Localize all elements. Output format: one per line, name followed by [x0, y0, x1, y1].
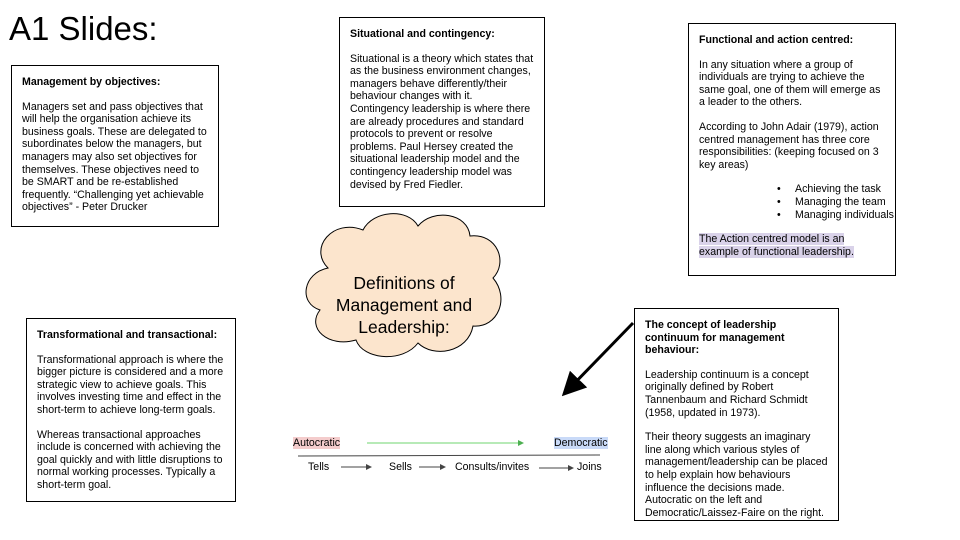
- box-body: Situational is a theory which states tha…: [350, 52, 534, 191]
- box-body: Managers set and pass objectives that wi…: [22, 100, 207, 214]
- leadership-continuum-box: The concept of leadership continuum for …: [634, 308, 839, 521]
- box-heading: Management by objectives:: [22, 76, 161, 88]
- pointer-arrow: [561, 321, 635, 397]
- box-heading: Transformational and transactional:: [37, 329, 218, 341]
- step-consults: Consults/invites: [455, 461, 530, 473]
- box-para: Transformational approach is where the b…: [37, 353, 224, 416]
- box-heading: Functional and action centred:: [699, 34, 854, 46]
- highlighted-note: The Action centred model is an example o…: [699, 233, 854, 258]
- continuum-line: [297, 454, 601, 457]
- box-para: In any situation where a group of indivi…: [699, 58, 881, 109]
- box-para: According to John Adair (1979), action c…: [699, 120, 879, 171]
- slide-title: A1 Slides:: [9, 10, 158, 47]
- cloud-text: Definitions of Management and Leadership…: [335, 273, 473, 337]
- box-para: Leadership continuum is a concept origin…: [645, 368, 809, 419]
- box-para: Their theory suggests an imaginary line …: [645, 431, 828, 519]
- bullet-list: Achieving the task Managing the team Man…: [699, 183, 894, 221]
- box-heading: Situational and contingency:: [350, 28, 495, 40]
- box-heading: The concept of leadership continuum for …: [645, 319, 785, 357]
- management-by-objectives-box: Management by objectives: Managers set a…: [11, 65, 219, 227]
- box-para: Whereas transactional approaches include…: [37, 428, 223, 491]
- autocratic-label: Autocratic: [293, 437, 341, 449]
- list-item: Achieving the task: [699, 183, 895, 196]
- democratic-label: Democratic: [554, 437, 608, 449]
- situational-box: Situational and contingency: Situational…: [339, 17, 545, 207]
- list-item: Managing the team: [699, 196, 895, 209]
- step-joins: Joins: [577, 461, 602, 473]
- step-sells: Sells: [389, 461, 412, 473]
- transformational-box: Transformational and transactional: Tran…: [26, 318, 236, 502]
- functional-box: Functional and action centred: In any si…: [688, 23, 896, 276]
- cloud-shape: [305, 213, 502, 357]
- step-tells: Tells: [308, 461, 330, 473]
- list-item: Managing individuals: [699, 209, 895, 222]
